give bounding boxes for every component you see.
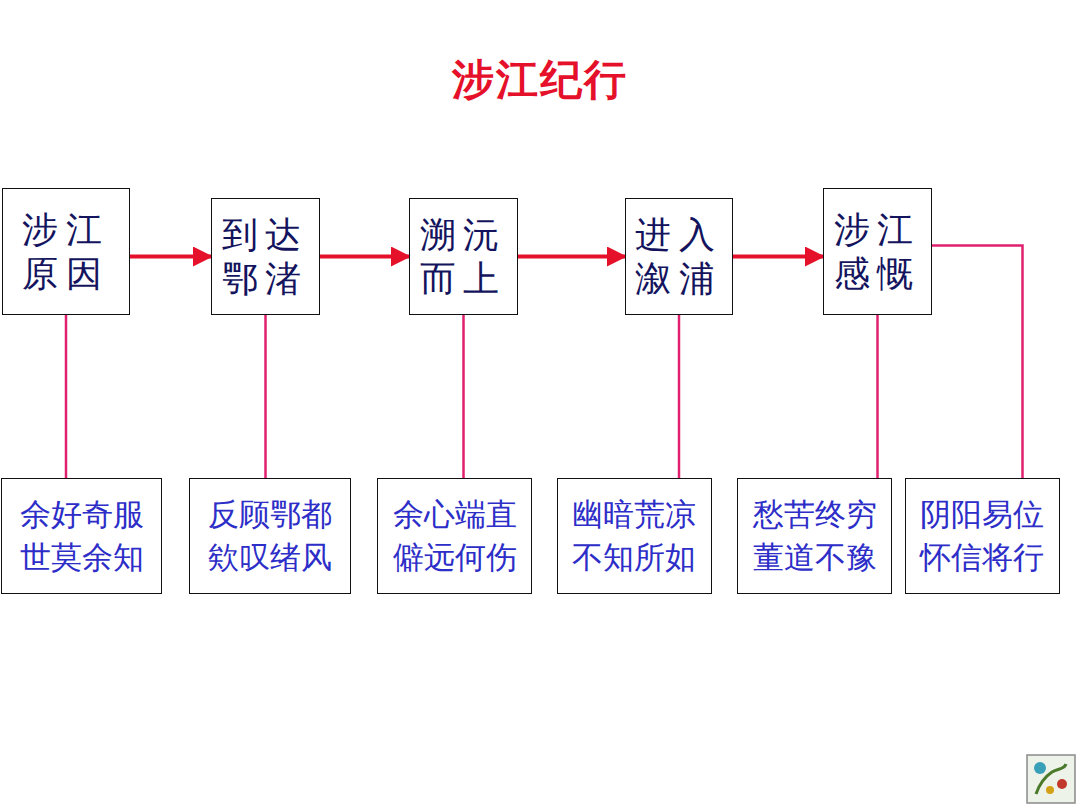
stage-label: 溯沅 而上 (410, 213, 517, 299)
stage-box: 到达 鄂渚 (211, 198, 320, 315)
diagram-title: 涉江纪行 (0, 52, 1080, 108)
corner-icon (1026, 754, 1076, 804)
quote-text: 余好奇服 世莫余知 (10, 493, 153, 580)
quote-text: 反顾鄂都 欸叹绪风 (199, 493, 342, 580)
link-line (932, 246, 1023, 479)
stage-box: 溯沅 而上 (409, 198, 518, 315)
link-line (65, 315, 68, 478)
quote-box: 余好奇服 世莫余知 (1, 478, 162, 594)
link-line (462, 315, 465, 478)
quote-box: 余心端直 僻远何伤 (377, 478, 532, 594)
sequence-arrow (130, 255, 211, 259)
link-line (264, 315, 267, 478)
sequence-arrow (320, 255, 409, 259)
stage-label: 涉江 原因 (8, 208, 123, 294)
stage-box: 涉江 原因 (2, 188, 130, 315)
quote-box: 反顾鄂都 欸叹绪风 (189, 478, 351, 594)
icon-blob (1046, 786, 1054, 794)
quote-box: 愁苦终穷 董道不豫 (737, 478, 892, 594)
icon-frame (1027, 755, 1075, 803)
sequence-arrow (733, 255, 823, 259)
stage-label: 涉江 感慨 (824, 208, 931, 294)
link-line (876, 315, 879, 478)
quote-text: 愁苦终穷 董道不豫 (743, 493, 886, 580)
quote-text: 阴阳易位 怀信将行 (911, 493, 1054, 580)
icon-blob (1057, 779, 1067, 789)
quote-box: 阴阳易位 怀信将行 (905, 478, 1060, 594)
quote-text: 余心端直 僻远何伤 (383, 493, 526, 580)
stage-box: 涉江 感慨 (823, 188, 932, 315)
link-line (678, 315, 681, 478)
stage-label: 到达 鄂渚 (212, 213, 319, 299)
quote-text: 幽暗荒凉 不知所如 (563, 493, 706, 580)
stage-box: 进入 溆浦 (625, 198, 733, 315)
sequence-arrow (518, 255, 625, 259)
stage-label: 进入 溆浦 (626, 213, 732, 299)
icon-blob (1034, 762, 1046, 774)
quote-box: 幽暗荒凉 不知所如 (557, 478, 712, 594)
